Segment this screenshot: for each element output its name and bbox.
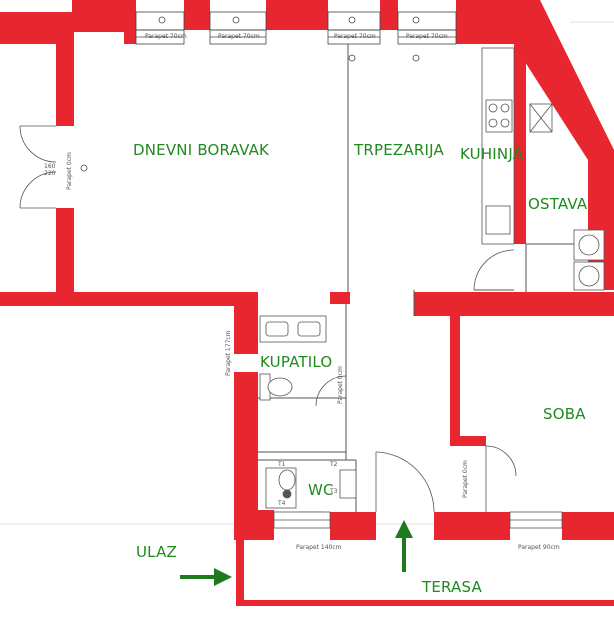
annotation-parapet: Parapet 90cm [518, 544, 560, 551]
wall-segment [72, 0, 124, 32]
wall-segment [434, 512, 510, 540]
wall-segment [514, 44, 526, 244]
door-left [19, 125, 57, 209]
annotation-wc-t1: T1 [278, 461, 286, 468]
arrow-terasa-head [395, 520, 413, 538]
wall-segment [450, 316, 460, 446]
annotation-wc-t2: T2 [330, 461, 338, 468]
sink [485, 205, 511, 235]
annotation-parapet: Parapet 70cm [334, 33, 376, 40]
annotation-parapet: Parapet 70cm [145, 33, 187, 40]
cooktop [485, 99, 513, 133]
annotation-parapet: Parapet 0cm [66, 152, 73, 190]
wall-segment [0, 292, 236, 306]
burner [500, 103, 510, 113]
wall-segment [56, 30, 74, 126]
ostava-appliances [473, 229, 605, 291]
door-swing [19, 125, 57, 163]
room-label-dnevni-boravak: DNEVNI BORAVAK [133, 141, 270, 159]
window-marker [158, 16, 166, 24]
wall-segment [516, 0, 614, 290]
annotation-parapet: Parapet 0cm [462, 460, 469, 498]
entrance-door-swing [375, 451, 435, 513]
window-marker [412, 16, 420, 24]
wall-segment [330, 292, 350, 304]
wall-segment [244, 600, 614, 606]
entrance-arrows [180, 520, 413, 586]
basin [297, 321, 321, 337]
label-terasa: TERASA [422, 578, 482, 596]
windows-top [135, 11, 457, 45]
burner [488, 103, 498, 113]
doors [273, 445, 563, 529]
wall-segment [184, 0, 210, 30]
burner [488, 118, 498, 128]
wall-segment [380, 0, 398, 30]
window-frame [209, 11, 267, 31]
door-swing [19, 171, 57, 209]
wall-segment [266, 0, 328, 30]
window-frame [327, 11, 381, 31]
wall-segment [456, 0, 516, 44]
soba-door-swing [485, 445, 517, 477]
washing-machine-drum [578, 234, 600, 256]
annotation-parapet: Parapet 70cm [218, 33, 260, 40]
annotation-door-dimension: 160 220 [44, 163, 56, 177]
wc-drain [282, 489, 292, 499]
toilet-bowl [267, 377, 293, 397]
annotation-parapet: Parapet 140cm [296, 544, 342, 551]
window-marker [348, 54, 356, 62]
room-label-trpezarija: TRPEZARIJA [354, 141, 444, 159]
boiler-tank [578, 265, 600, 287]
basin [265, 321, 289, 337]
room-label-soba: SOBA [543, 405, 586, 423]
room-label-ostava: OSTAVA [528, 195, 588, 213]
window-frame [397, 11, 457, 31]
wall-segment [236, 540, 244, 606]
partitions [258, 44, 588, 512]
wall-segment [460, 436, 486, 446]
room-label-kuhinja: KUHINJA [460, 145, 524, 163]
wall-segment [236, 292, 258, 304]
wall-segment [414, 292, 614, 316]
burner [500, 118, 510, 128]
wall-segment [234, 510, 274, 540]
annotation-wc-t3: T3 [330, 488, 338, 495]
window-marker [232, 16, 240, 24]
wall-segment [330, 512, 376, 540]
vent-cross [529, 103, 553, 133]
arrow-ulaz-head [214, 568, 232, 586]
window-markers [80, 16, 420, 172]
window-marker [348, 16, 356, 24]
wc-toilet [278, 469, 296, 491]
wc-shelf [339, 469, 357, 499]
wall-segment [234, 372, 258, 532]
annotation-parapet: Parapet 0cm [337, 366, 344, 404]
window-frame [135, 11, 185, 31]
wall-segment [56, 208, 74, 304]
room-label-kupatilo: KUPATILO [260, 353, 333, 371]
wall-segment [562, 512, 614, 540]
annotation-parapet: Parapet 70cm [406, 33, 448, 40]
wall-segment [124, 0, 136, 44]
kupatilo-door-swing [315, 375, 347, 407]
kitchen-counter [481, 47, 553, 245]
room-label-wc: WC [308, 481, 334, 499]
label-ulaz: ULAZ [136, 543, 178, 561]
ostava-door-swing [473, 249, 515, 291]
kupatilo-fixtures [259, 315, 347, 407]
wall-segment [234, 304, 258, 354]
window-marker [412, 54, 420, 62]
window-marker [80, 164, 88, 172]
annotation-wc-t4: T4 [278, 500, 286, 507]
annotation-parapet: Parapet 177cm [225, 330, 232, 376]
